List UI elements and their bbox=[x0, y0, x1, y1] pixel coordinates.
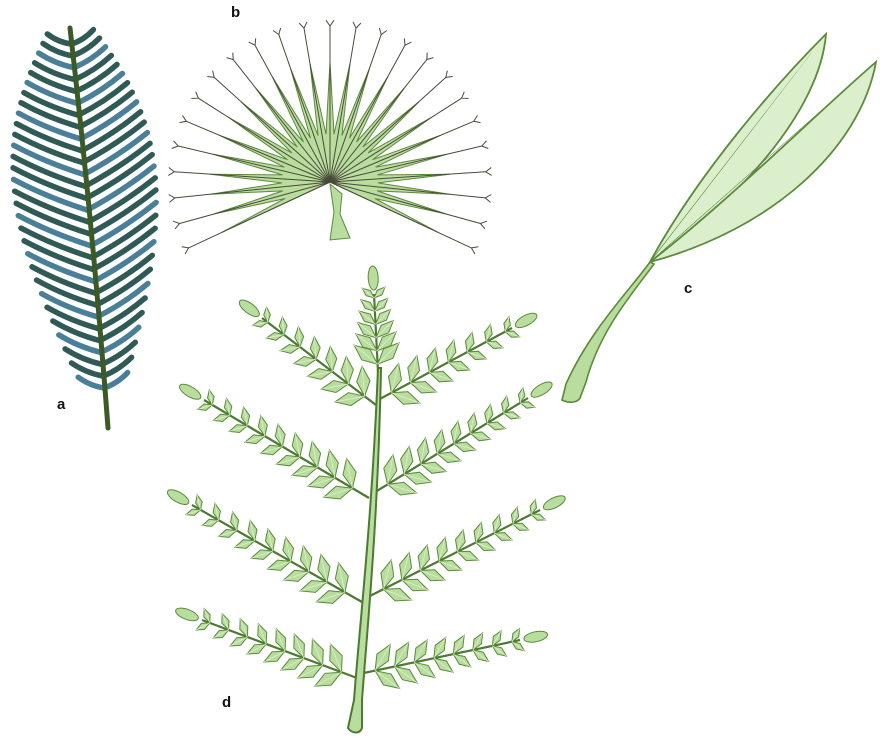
fan-ray-fork bbox=[482, 141, 489, 149]
fan-ray-fork bbox=[474, 115, 481, 122]
pinna-rachis bbox=[192, 505, 362, 602]
pinna-tip bbox=[523, 629, 549, 644]
panel-label-a: a bbox=[57, 396, 65, 413]
panel-label-c: c bbox=[684, 280, 692, 297]
leaflet bbox=[78, 377, 104, 388]
pinna-tip bbox=[529, 379, 555, 400]
fan-ray-fork bbox=[480, 221, 487, 229]
pinna-rachis bbox=[262, 318, 376, 405]
fan-ray-fork bbox=[446, 71, 453, 78]
pinna-tip bbox=[513, 310, 539, 330]
bifid-leaf-illustration bbox=[562, 34, 876, 402]
leaflet bbox=[72, 30, 94, 44]
fan-ray-fork bbox=[180, 115, 187, 122]
panel-label-b: b bbox=[231, 4, 240, 21]
pinna-tip bbox=[177, 381, 203, 402]
fan-ray-fork bbox=[168, 168, 174, 176]
fan-ray-fork bbox=[404, 38, 411, 45]
palmate-leaf-illustration bbox=[168, 20, 491, 254]
fan-ray-fork bbox=[172, 141, 179, 149]
fan-ray-fork bbox=[379, 28, 386, 35]
pinna-tip bbox=[368, 266, 379, 290]
fan-ray-fork bbox=[169, 195, 175, 203]
leaflet bbox=[47, 34, 71, 44]
fan-ray-fork bbox=[326, 20, 334, 26]
pinnule-vein bbox=[375, 298, 388, 311]
fan-ray-fork bbox=[471, 247, 478, 254]
fan-ray-fork bbox=[173, 221, 180, 229]
pinna-tip bbox=[541, 493, 567, 513]
fan-ray-fork bbox=[227, 53, 234, 60]
fan-ray-fork bbox=[427, 53, 434, 60]
fan-ray-fork bbox=[207, 71, 214, 78]
fan-ray-fork bbox=[191, 92, 198, 99]
main-rachis bbox=[348, 368, 381, 733]
fan-ray-fork bbox=[462, 92, 469, 99]
bipinnate-leaf-illustration bbox=[165, 266, 567, 733]
pinna-tip bbox=[237, 297, 262, 319]
petiole bbox=[562, 262, 654, 402]
fan-ray-fork bbox=[486, 168, 492, 176]
fan-ray-fork bbox=[182, 247, 189, 254]
panel-label-d: d bbox=[222, 694, 231, 711]
fan-ray-fork bbox=[485, 195, 491, 203]
pinnate-leaf-illustration bbox=[13, 28, 156, 428]
fan-ray-fork bbox=[249, 38, 256, 45]
pinna-tip bbox=[165, 487, 191, 508]
pinna-tip bbox=[174, 606, 200, 624]
fan-ray-fork bbox=[299, 22, 307, 28]
fan-petiole bbox=[330, 184, 350, 240]
fan-ray-fork bbox=[273, 28, 280, 35]
fan-ray-fork bbox=[353, 22, 361, 28]
lobe-vein bbox=[650, 79, 857, 262]
